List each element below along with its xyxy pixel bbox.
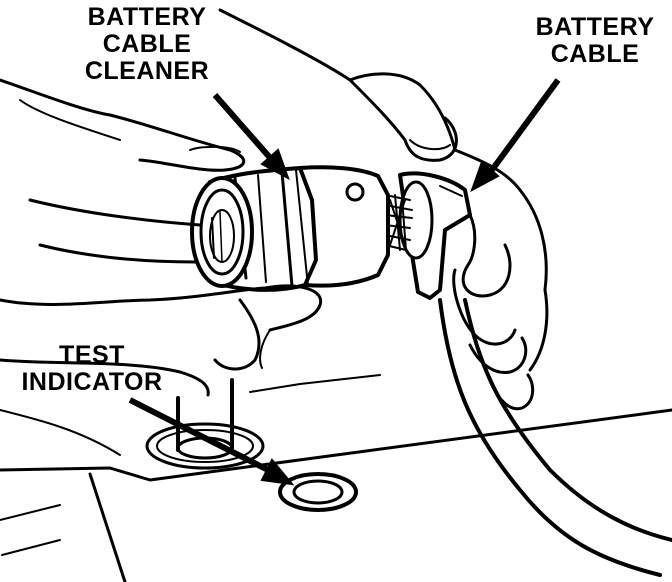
- label-line: INDICATOR: [21, 368, 163, 396]
- leader-arrows: [128, 78, 561, 486]
- battery-cable-wire: [438, 298, 672, 577]
- label-line: BATTERY: [87, 3, 207, 31]
- cleaner-leader-arrow: [212, 93, 290, 181]
- label-line: TEST: [59, 341, 125, 369]
- battery-cable-label: BATTERY CABLE: [520, 14, 670, 68]
- battery-cable-clamp: [398, 171, 472, 300]
- right-hand: [218, 8, 549, 411]
- label-line: CLEANER: [84, 57, 210, 85]
- battery-terminal-post: [145, 378, 265, 470]
- label-line: CABLE: [550, 40, 640, 68]
- label-line: BATTERY: [535, 13, 655, 41]
- battery-case: [0, 374, 672, 582]
- test-indicator-leader-arrow: [128, 397, 295, 486]
- battery-cable-cleaner-tool: [190, 165, 390, 292]
- test-indicator: [278, 472, 358, 512]
- left-hand: [0, 78, 323, 456]
- test-indicator-label: TEST INDICATOR: [2, 342, 182, 396]
- label-line: CABLE: [102, 30, 192, 58]
- battery-cable-cleaner-label: BATTERY CABLE CLEANER: [52, 4, 242, 85]
- cable-leader-arrow: [470, 78, 561, 193]
